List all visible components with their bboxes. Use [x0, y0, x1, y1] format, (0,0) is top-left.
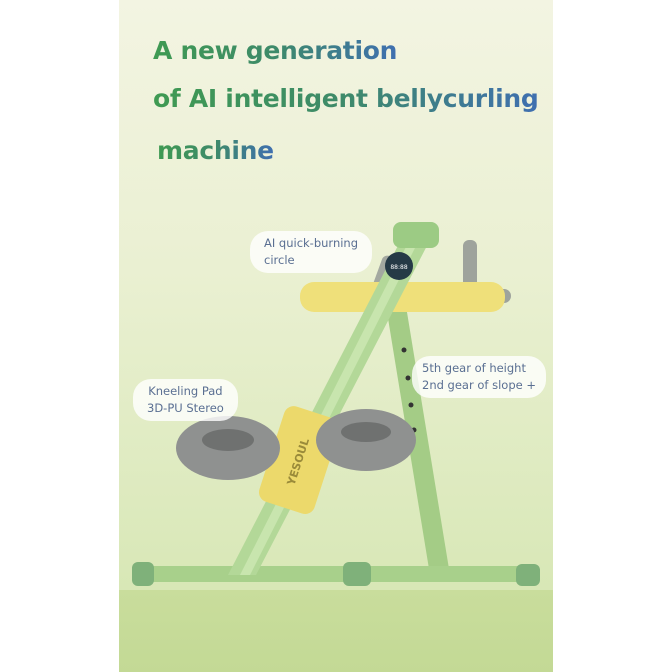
foot-cap: [132, 562, 154, 586]
svg-text:88:88: 88:88: [390, 264, 407, 271]
foot-cap: [516, 564, 540, 586]
console: [393, 222, 439, 248]
headline-line-2: of AI intelligent bellycurling: [153, 84, 539, 113]
adjust-hole: [401, 347, 407, 353]
callout-ai-circle: AI quick-burning circle: [250, 231, 373, 273]
callout-gear: 5th gear of height 2nd gear of slope +: [412, 356, 546, 398]
foot-cap: [343, 562, 371, 586]
belly-curling-machine: 88:88 YESOUL: [132, 222, 540, 586]
ai-display-icon: [385, 252, 413, 280]
callout-kneeling-pad: Kneeling Pad 3D-PU Stereo: [133, 379, 238, 421]
headline-line-1: A new generation: [153, 36, 398, 65]
foam-roller: [300, 282, 505, 312]
headline-line-3: machine: [157, 136, 274, 165]
floor: [119, 590, 553, 672]
base-bar: [140, 566, 532, 582]
adjust-hole: [405, 375, 411, 381]
adjust-hole: [408, 402, 414, 408]
rear-leg: [385, 300, 450, 575]
product-image-panel: 88:88 YESOUL A new generation of AI inte…: [119, 0, 553, 672]
